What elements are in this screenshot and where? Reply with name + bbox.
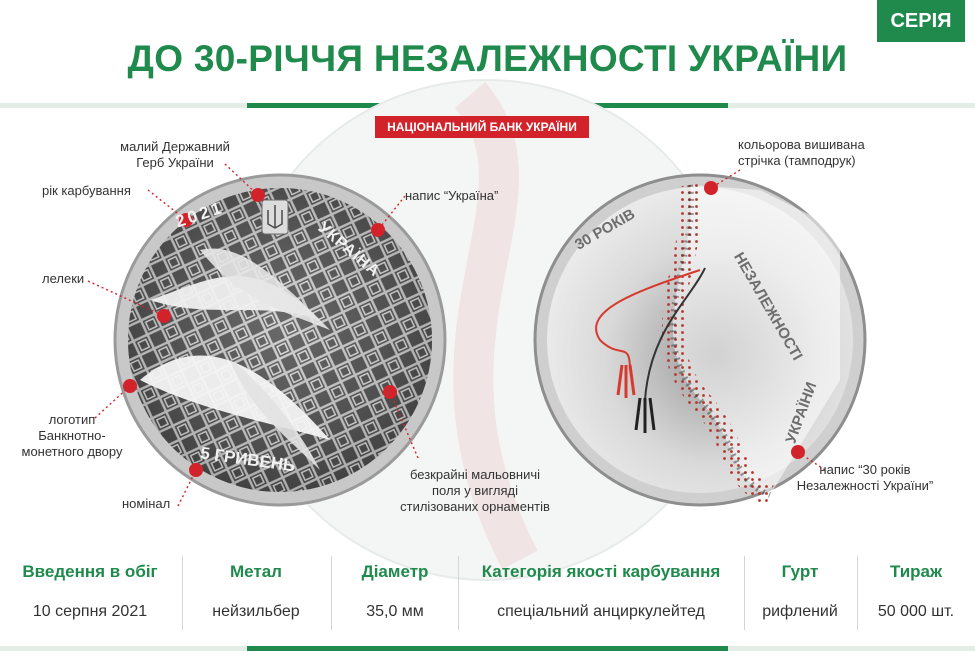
callout-fields: безкрайні мальовничі поля у вигляді стил… [400,467,550,514]
series-badge: СЕРІЯ [877,0,965,42]
callout-ribbon: кольорова вишивана стрічка (тамподрук) [738,137,865,168]
coin-obverse [113,173,447,507]
spec-quality: Категорія якості карбування спеціальний … [481,562,721,620]
spec-metal: Метал нейзильбер [212,562,300,620]
bank-badge: НАЦІОНАЛЬНИЙ БАНК УКРАЇНИ [375,116,589,138]
callout-mint-year: рік карбування [42,183,131,198]
spec-diameter: Діаметр 35,0 мм [361,562,429,620]
spec-edge: Гурт рифлений [762,562,838,620]
callout-denomination: номінал [122,496,171,511]
callout-inscription-ukraine: напис “Україна” [405,188,499,203]
callout-coat-of-arms: малий Державний Герб України [120,139,230,170]
callout-inscription-30: напис “30 років Незалежності України” [796,462,934,493]
spec-mintage: Тираж 50 000 шт. [877,562,955,620]
callout-storks: лелеки [42,271,85,286]
callout-mint-logo: логотип Банкнотно- монетного двору [21,412,123,459]
callout-leaders [87,163,826,507]
page-title: ДО 30-РІЧЧЯ НЕЗАЛЕЖНОСТІ УКРАЇНИ [127,38,848,79]
specs-table: Введення в обіг 10 серпня 2021 Метал ней… [0,548,975,638]
spec-circulation-date: Введення в обіг 10 серпня 2021 [22,562,158,620]
coin-reverse [533,173,867,507]
bottom-divider [0,646,975,651]
